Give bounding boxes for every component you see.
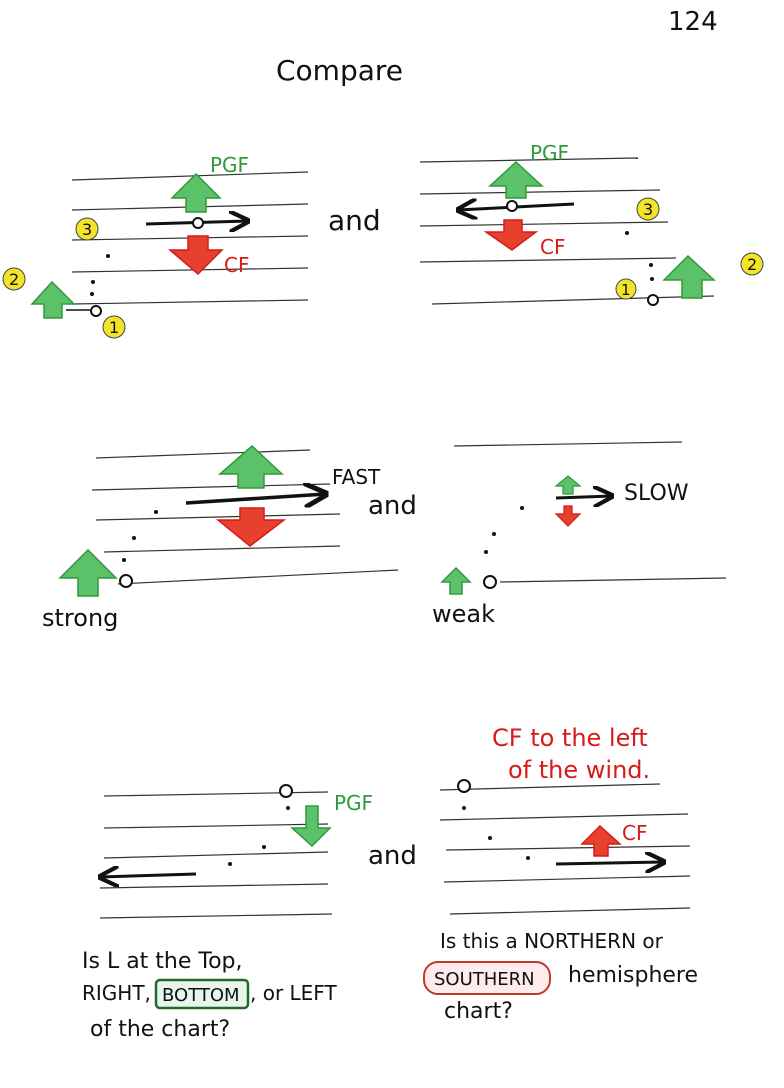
panel3-left-pgf-label: PGF [334,791,373,815]
question-right-answer-box [423,961,551,995]
svg-text:1: 1 [109,318,119,337]
panel3-left-wind-arrow [100,874,197,877]
panel2-right-wind-arrow [555,496,612,498]
panel3-right-parcel-path [462,806,530,860]
question-left-line3: of the chart? [90,1017,230,1042]
panel3-right-cf-label: CF [622,821,647,845]
panel3-left-parcel [279,784,293,798]
panel1-left-cf-arrow [167,235,224,276]
question-left-line2a: RIGHT, [82,981,151,1005]
panel1-left-pgf-arrow [170,172,222,213]
panel2-right-isobars [453,441,727,583]
panel1-right-small-pgf-arrow [662,254,716,299]
panel3-and: and [368,841,417,871]
panel2-right-cf-arrow [554,505,582,527]
panel1-and: and [328,204,381,237]
question-left-line2b: , or LEFT [250,981,337,1005]
panel1-right-label-1: 1 [615,278,637,300]
question-right-line3: chart? [444,999,513,1024]
panel2-right-pgf-arrow [554,475,582,495]
question-left-line1: Is L at the Top, [82,949,243,974]
panel2-right-parcel-path [484,506,524,554]
panel2-left-pgf-arrow [218,444,284,489]
panel2-left-wind-arrow [185,494,326,503]
panel1-left-label-2: 2 [2,267,26,291]
question-right-line1: Is this a NORTHERN or [440,929,664,953]
panel3-right-isobars [439,783,691,915]
panel1-right-cf-arrow [483,219,539,251]
panel2-right-weak-pgf-arrow [440,566,472,595]
question-right-line2b: hemisphere [568,963,698,988]
panel2-left-strong-pgf-arrow [58,548,118,597]
panel1-right-label-2: 2 [740,252,764,276]
panel2-weak-label: weak [432,600,495,628]
panel3-note-line1: CF to the left [492,724,648,752]
panel2-left-isobars [91,449,399,585]
panel1-left-label-1: 1 [102,315,126,339]
panel2-slow-label: SLOW [624,481,689,506]
panel2-left-parcel [119,574,133,588]
svg-text:2: 2 [9,270,19,289]
page-title: Compare [276,54,403,87]
panel3-note-line2: of the wind. [508,756,650,784]
panel1-right-pgf-label: PGF [530,141,569,165]
panel1-right-label-3: 3 [636,197,660,221]
panel1-right-parcel [647,294,659,306]
panel1-left-pgf-label: PGF [210,153,249,177]
panel1-right-wind-arrow [458,201,575,211]
panel1-left-parcel-path [90,254,110,296]
panel3-right-parcel [457,779,471,793]
question-left-answer-box [154,978,250,1010]
panel2-left-parcel-path [122,510,158,562]
panel1-left-cf-label: CF [224,253,249,277]
panel1-right-parcel-path [625,231,654,281]
svg-text:2: 2 [747,255,757,274]
question-right-answer: SOUTHERN [434,969,535,990]
panel1-left-wind-arrow [145,218,248,228]
panel1-right-isobars [419,157,715,305]
page-number: 124 [668,7,718,37]
svg-text:3: 3 [82,220,92,239]
panel2-right-parcel [483,575,497,589]
panel1-left-label-3: 3 [75,217,99,241]
panel3-right-cf-arrow [580,824,622,857]
panel1-left-small-pgf-arrow [30,280,90,319]
panel2-fast-label: FAST [332,465,381,489]
question-left: Is L at the Top, RIGHT, BOTTOM , or LEFT… [82,949,337,1042]
panel1-right-pgf-arrow [488,160,544,199]
panel3-left-pgf-arrow [290,805,332,848]
panel3-left-isobars [99,791,333,919]
panel2-and: and [368,491,417,521]
panel1-left-parcel [90,305,102,317]
question-left-answer: BOTTOM [162,985,240,1006]
panel2-strong-label: strong [42,604,118,632]
panel1-right-cf-label: CF [540,235,565,259]
svg-text:3: 3 [643,200,653,219]
question-right: Is this a NORTHERN or SOUTHERN hemispher… [423,929,698,1024]
panel3-left-parcel-path [228,806,290,866]
panel2-left-cf-arrow [215,507,287,547]
panel3-right-wind-arrow [555,862,664,864]
svg-text:1: 1 [621,281,631,299]
